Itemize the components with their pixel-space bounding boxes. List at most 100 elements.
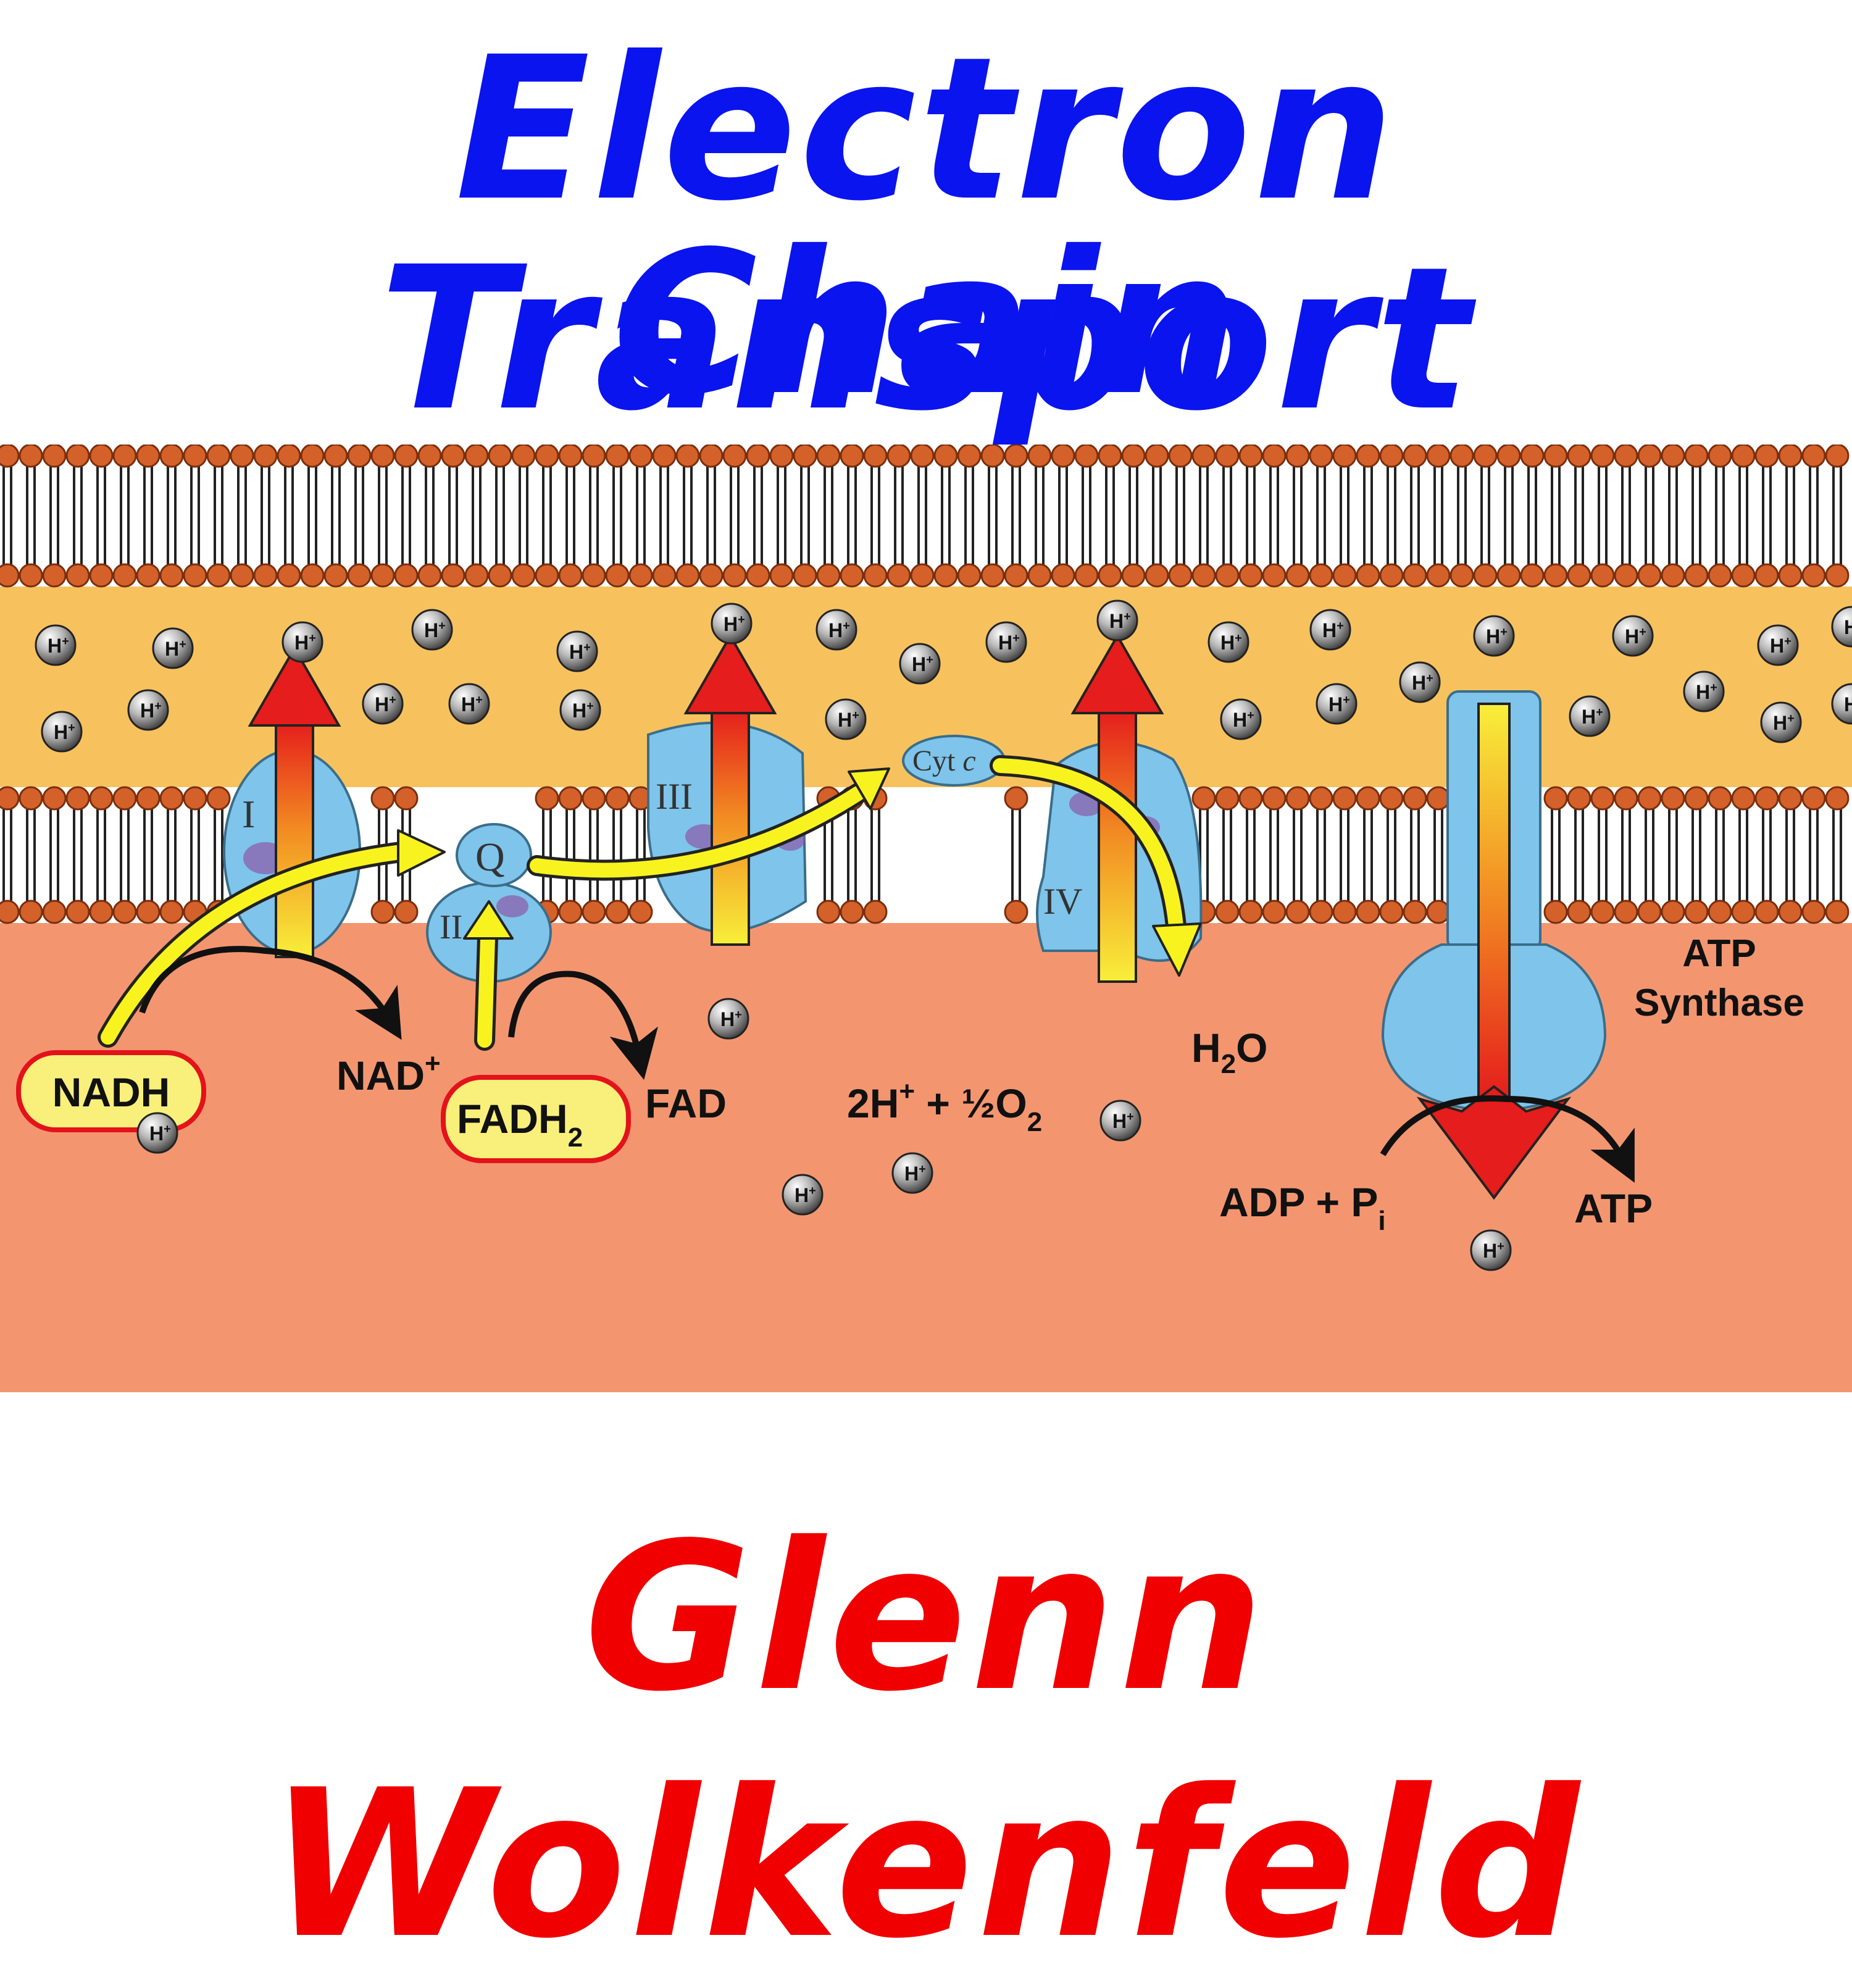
adp-to-atp-curve (1380, 1095, 1635, 1183)
hydrogen-ion: H+ (899, 643, 941, 685)
atp-synthase-label-2: Synthase (1634, 982, 1804, 1024)
svg-text:H+: H+ (1844, 616, 1852, 638)
cytochrome-c: Cyt c (902, 735, 1006, 787)
hydrogen-ion: H+ (152, 627, 194, 669)
svg-text:H+: H+ (1770, 635, 1792, 657)
svg-text:H+: H+ (149, 1122, 171, 1145)
svg-text:H+: H+ (1109, 610, 1131, 632)
svg-text:H+: H+ (912, 653, 933, 675)
svg-text:H+: H+ (1844, 693, 1852, 716)
hydrogen-ion: H+ (1096, 599, 1138, 641)
svg-text:H+: H+ (1486, 625, 1508, 648)
proton-pump-arrow-iii (683, 633, 777, 946)
hydrogen-ion: H+ (35, 624, 77, 666)
atp-product-label: ATP (1574, 1185, 1653, 1231)
hydrogen-ion: H+ (711, 603, 753, 645)
hydrogen-ion: H+ (1612, 615, 1654, 657)
outer-membrane (0, 445, 1852, 588)
hydrogen-ion: H+ (1473, 615, 1515, 657)
hydrogen-ion: H+ (891, 1152, 933, 1194)
hydrogen-ion: H+ (1569, 695, 1611, 737)
complex-iii-label: III (656, 776, 693, 817)
hydrogen-ion: H+ (411, 609, 453, 651)
hydrogen-ion: H+ (1470, 1229, 1512, 1271)
svg-text:H+: H+ (165, 638, 186, 660)
svg-text:H+: H+ (140, 700, 162, 722)
hydrogen-ion: H+ (1757, 624, 1799, 666)
hydrogen-ion: H+ (1399, 661, 1441, 703)
svg-text:H+: H+ (461, 693, 483, 716)
hydrogen-ion: H+ (282, 621, 323, 663)
nadh-box: NADH (16, 1050, 206, 1132)
hydrogen-ion: H+ (1316, 683, 1358, 725)
complex-i-label: I (242, 792, 255, 836)
hydrogen-ion: H+ (559, 689, 601, 731)
fadh2-to-fad-curve (508, 971, 658, 1080)
hydrogen-ion: H+ (1831, 683, 1852, 725)
svg-text:H+: H+ (572, 700, 594, 722)
svg-text:H+: H+ (375, 693, 396, 716)
svg-text:H+: H+ (1696, 681, 1717, 703)
hydrogen-ion: H+ (985, 621, 1027, 663)
hydrogen-ion: H+ (41, 711, 83, 753)
nadh-label: NADH (52, 1069, 170, 1115)
atp-synthase-label-1: ATP (1682, 932, 1756, 975)
svg-text:H+: H+ (1329, 693, 1350, 716)
svg-text:H+: H+ (795, 1184, 816, 1206)
svg-text:H+: H+ (1412, 672, 1433, 694)
svg-text:H+: H+ (998, 632, 1020, 654)
hydrogen-ion: H+ (1099, 1100, 1141, 1142)
hydrogen-ion: H+ (1683, 670, 1725, 712)
svg-text:H+: H+ (828, 619, 850, 641)
title-line-1: Electron Transport (379, 15, 1473, 454)
hydrogen-ion: H+ (1220, 698, 1262, 740)
hydrogen-ion: H+ (127, 689, 169, 731)
cyt-c-label: Cyt c (912, 745, 976, 777)
svg-text:H+: H+ (1773, 712, 1795, 734)
title-line-2: Chain (612, 209, 1240, 439)
water-product-label: H2O (1191, 1025, 1268, 1079)
hydrogen-ion: H+ (782, 1174, 824, 1216)
svg-text:H+: H+ (54, 721, 75, 743)
hydrogen-ions: H+ H+ H+ H+ H+ H+ H+ H+ H+ H+ H+ H+ H+ H+ H+ H+ H+ H+ H+ H+… (35, 599, 1852, 1271)
complex-iv-label: IV (1043, 881, 1082, 922)
hydrogen-ion: H+ (1760, 701, 1802, 743)
svg-text:H+: H+ (720, 1008, 742, 1030)
svg-text:H+: H+ (1112, 1110, 1134, 1132)
hydrogen-ion: H+ (707, 998, 749, 1040)
atp-synthase (1381, 690, 1607, 1200)
svg-text:H+: H+ (294, 632, 316, 654)
ubiquinone-q: Q (456, 823, 532, 887)
svg-text:H+: H+ (1625, 625, 1646, 648)
author-name: Glenn Wolkenfeld (269, 1499, 1583, 1983)
svg-text:H+: H+ (1233, 709, 1254, 731)
fadh2-box: FADH2 (441, 1075, 631, 1163)
svg-text:H+: H+ (424, 619, 446, 641)
hydrogen-ion: H+ (448, 683, 490, 725)
svg-text:H+: H+ (1582, 706, 1603, 728)
reaction-curves (139, 946, 1635, 1183)
svg-text:H+: H+ (904, 1163, 926, 1185)
nadh-to-nad-curve (139, 946, 402, 1040)
oxygen-reactant-label: 2H+ + ½O2 (847, 1076, 1042, 1137)
hydrogen-ion: H+ (1309, 609, 1351, 651)
hydrogen-ion: H+ (1831, 606, 1852, 648)
electron-flow-arrows (98, 755, 1202, 1051)
hydrogen-ion: H+ (1208, 621, 1249, 663)
etc-diagram: I II Q III Cyt c IV (0, 445, 1852, 1392)
adp-pi-label: ADP + Pi (1219, 1179, 1386, 1236)
svg-text:H+: H+ (48, 635, 69, 657)
hydrogen-ion: H+ (362, 683, 404, 725)
nad-plus-label: NAD+ (336, 1048, 441, 1098)
q-label: Q (475, 835, 505, 880)
hydrogen-ion: H+ (825, 698, 867, 740)
svg-text:H+: H+ (724, 613, 745, 635)
proton-pump-arrow-iv (1070, 633, 1164, 983)
svg-text:H+: H+ (569, 641, 591, 663)
svg-text:H+: H+ (1322, 619, 1344, 641)
fadh2-label: FADH2 (457, 1096, 583, 1153)
svg-text:H+: H+ (838, 709, 859, 731)
svg-text:H+: H+ (1483, 1240, 1504, 1262)
fad-label: FAD (645, 1080, 727, 1126)
hydrogen-ion: H+ (136, 1112, 178, 1154)
